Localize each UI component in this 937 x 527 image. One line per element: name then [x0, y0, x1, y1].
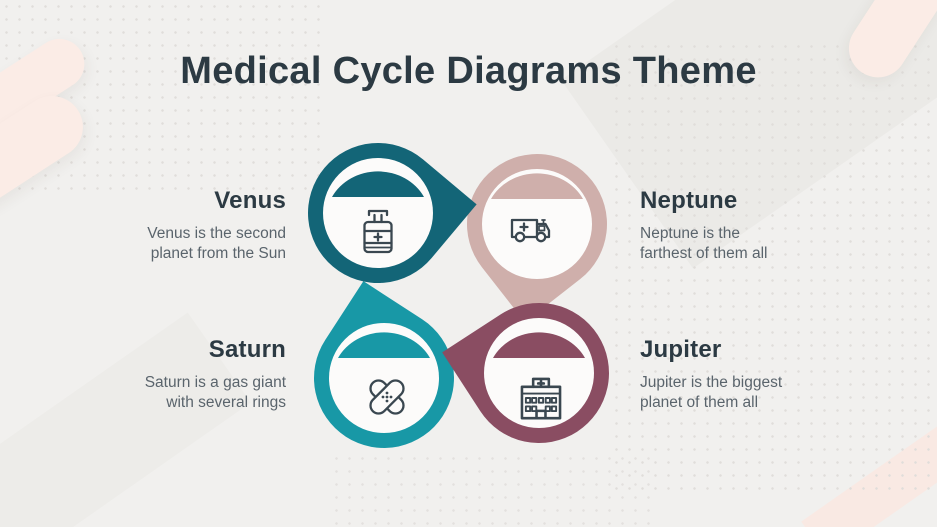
dot-grid-right — [610, 40, 937, 490]
venus-text-block: Venus Venus is the second planet from th… — [56, 187, 286, 264]
node-jupiter — [442, 303, 609, 443]
jupiter-text-block: Jupiter Jupiter is the biggest planet of… — [640, 336, 870, 413]
venus-dome — [332, 171, 424, 197]
dot-grid-bottom-center — [330, 452, 650, 527]
venus-heading: Venus — [214, 187, 286, 214]
neptune-dome — [491, 173, 583, 199]
saturn-dome — [338, 332, 430, 358]
neptune-description: Neptune is the farthest of them all — [640, 225, 768, 263]
venus-description: Venus is the second planet from the Sun — [147, 225, 286, 263]
jupiter-heading: Jupiter — [640, 336, 722, 363]
hospital-icon — [520, 377, 562, 420]
neptune-text-block: Neptune Neptune is the farthest of them … — [640, 187, 870, 264]
crossed-bandages-icon — [369, 379, 405, 415]
node-neptune — [467, 154, 607, 323]
jupiter-description: Jupiter is the biggest planet of them al… — [640, 374, 783, 412]
saturn-description: Saturn is a gas giant with several rings — [144, 374, 286, 412]
node-saturn — [314, 281, 454, 448]
sanitizer-bottle-icon — [363, 209, 393, 254]
neptune-heading: Neptune — [640, 187, 738, 214]
ambulance-icon — [510, 218, 551, 243]
node-venus — [308, 143, 477, 283]
jupiter-dome — [493, 332, 585, 358]
slide-title: Medical Cycle Diagrams Theme — [180, 50, 757, 92]
saturn-heading: Saturn — [208, 336, 286, 363]
saturn-text-block: Saturn Saturn is a gas giant with severa… — [56, 336, 286, 413]
